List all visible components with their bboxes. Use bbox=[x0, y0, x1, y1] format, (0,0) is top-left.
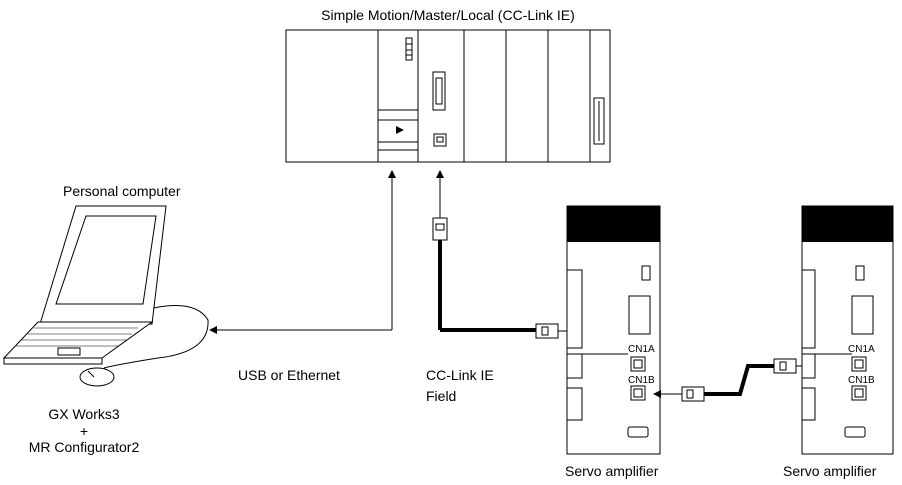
servo-amplifier-1 bbox=[566, 205, 661, 455]
plc-title: Simple Motion/Master/Local (CC-Link IE) bbox=[321, 7, 575, 23]
cclink-label-line1: CC-Link IE bbox=[426, 367, 494, 383]
servo-amplifier-2 bbox=[801, 205, 894, 455]
servo2-label: Servo amplifier bbox=[783, 463, 877, 479]
cn1a-port-icon bbox=[630, 356, 646, 372]
cn1b-port-icon bbox=[630, 385, 646, 401]
plus-label: + bbox=[80, 423, 88, 439]
cn1a-label: CN1A bbox=[848, 344, 875, 355]
gx-works-label: GX Works3 bbox=[48, 406, 120, 422]
plc-module-rack bbox=[285, 29, 611, 163]
pc-label: Personal computer bbox=[63, 183, 181, 199]
mr-configurator-label: MR Configurator2 bbox=[29, 439, 140, 455]
cn1b-label: CN1B bbox=[848, 375, 875, 386]
cn1b-port-icon bbox=[851, 385, 867, 401]
led-indicator bbox=[405, 37, 413, 61]
cclink-label-line2: Field bbox=[426, 388, 456, 404]
usb-ethernet-link bbox=[209, 170, 396, 334]
usb-ethernet-label: USB or Ethernet bbox=[238, 367, 340, 383]
servo-link-cable bbox=[653, 358, 853, 402]
cn1a-label: CN1A bbox=[628, 344, 655, 355]
cn1a-port-icon bbox=[851, 356, 867, 372]
ethernet-port-icon bbox=[433, 133, 447, 147]
rj45-plug-icon bbox=[432, 217, 448, 241]
cn1b-label: CN1B bbox=[628, 375, 655, 386]
rj45-plug-icon bbox=[773, 358, 797, 374]
mouse-icon bbox=[79, 367, 115, 387]
servo1-label: Servo amplifier bbox=[565, 463, 659, 479]
rj45-plug-icon bbox=[535, 323, 559, 339]
personal-computer-icon bbox=[2, 205, 209, 387]
